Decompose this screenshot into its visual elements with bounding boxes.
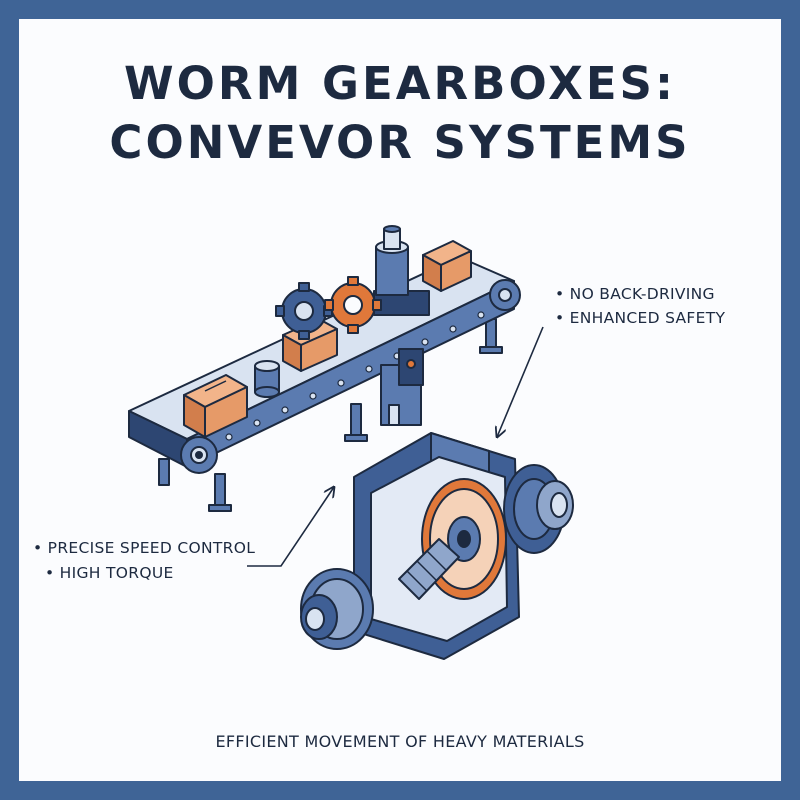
input-shaft-flange-icon	[300, 568, 374, 650]
motor-column	[373, 225, 430, 316]
cargo-box-back	[422, 240, 472, 292]
callout-precise-speed-control: • PRECISE SPEED CONTROL	[33, 539, 256, 557]
roller-cylinder	[254, 360, 280, 398]
illustration	[128, 225, 574, 660]
caption: EFFICIENT MOVEMENT OF HEAVY MATERIALS	[215, 732, 585, 751]
cargo-box-front	[183, 374, 248, 438]
callout-high-torque: • HIGH TORQUE	[45, 564, 174, 582]
conveyor-legs	[158, 318, 503, 512]
conveyor-illustration	[128, 225, 521, 512]
gearbox-cutaway-illustration	[300, 432, 574, 660]
title-line-2: CONVEVOR SYSTEMS	[109, 116, 691, 169]
left-callout-arrow	[247, 487, 334, 567]
callout-enhanced-safety: • ENHANCED SAFETY	[555, 309, 726, 327]
blue-gear-icon	[275, 282, 333, 340]
right-callout-arrow	[497, 326, 544, 437]
poster-frame: WORM GEARBOXES: CONVEVOR SYSTEMS	[19, 19, 781, 781]
conveyor-roller-right	[489, 279, 521, 311]
output-spline-gear-icon	[503, 464, 574, 554]
orange-gear-icon	[324, 276, 382, 334]
conveyor-roller-left	[180, 436, 218, 474]
conveyor-bolts	[225, 311, 485, 441]
title-line-1: WORM GEARBOXES:	[124, 57, 676, 110]
callout-no-back-driving: • NO BACK-DRIVING	[555, 285, 715, 303]
control-panel-box	[380, 348, 424, 426]
worm-screw-icon	[398, 538, 460, 600]
